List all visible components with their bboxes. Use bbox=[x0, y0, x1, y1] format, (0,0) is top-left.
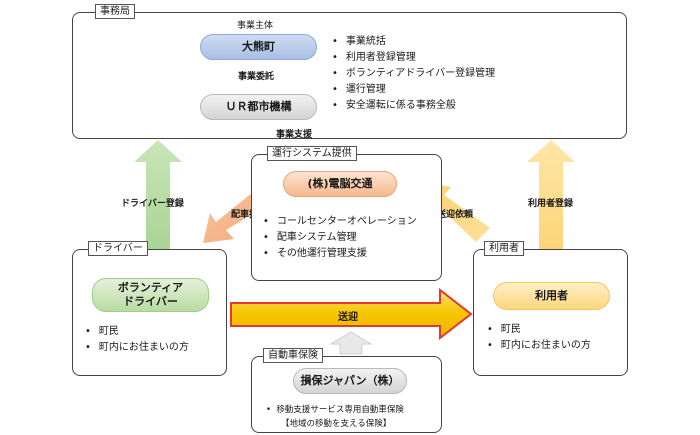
transport-label: 送迎 bbox=[338, 312, 358, 323]
driver-tag: ドライバー bbox=[88, 241, 148, 256]
support-label: 事業支援 bbox=[276, 130, 313, 140]
system-company-node: (株)電脳交通 bbox=[283, 171, 397, 197]
insurance-company-node: 損保ジャパン（株） bbox=[293, 368, 407, 394]
driver-register-label: ドライバー登録 bbox=[121, 199, 184, 209]
duty-item: 利用者登録管理 bbox=[332, 50, 495, 66]
commission-label: 事業委託 bbox=[238, 72, 275, 82]
pickup-request-label: 送迎依頼 bbox=[437, 210, 474, 220]
driver-node: ボランティア ドライバー bbox=[92, 278, 209, 312]
user-register-label: 利用者登録 bbox=[528, 199, 574, 209]
duty-item: 運行管理 bbox=[332, 82, 495, 98]
dispatch-label: 配車指示 bbox=[231, 210, 268, 220]
insurance-box bbox=[251, 356, 442, 433]
driver-name-line1: ボランティア bbox=[117, 281, 184, 294]
entity-label: 事業主体 bbox=[237, 21, 274, 31]
office-duties: 事業統括 利用者登録管理 ボランティアドライバー登録管理 運行管理 安全運転に係… bbox=[332, 34, 495, 114]
user-register-arrow bbox=[527, 140, 575, 280]
duty-item: ボランティアドライバー登録管理 bbox=[332, 66, 495, 82]
town-node: 大熊町 bbox=[200, 34, 317, 60]
system-item: その他運行管理支援 bbox=[263, 246, 417, 262]
driver-item: 町内にお住まいの方 bbox=[85, 340, 189, 356]
system-items: コールセンターオペレーション 配車システム管理 その他運行管理支援 bbox=[263, 214, 417, 262]
insurance-item-text: 移動支援サービス専用自動車保険 bbox=[276, 405, 404, 415]
system-item: コールセンターオペレーション bbox=[263, 214, 417, 230]
system-tag: 運行システム提供 bbox=[267, 146, 357, 161]
user-tag: 利用者 bbox=[484, 241, 524, 256]
insurance-item: • 移動支援サービス専用自動車保険 bbox=[266, 405, 404, 415]
user-box bbox=[473, 249, 628, 376]
insurance-tag: 自動車保険 bbox=[263, 348, 323, 363]
driver-items: 町民 町内にお住まいの方 bbox=[85, 324, 189, 356]
office-tag: 事務局 bbox=[95, 4, 135, 19]
user-item: 町内にお住まいの方 bbox=[487, 338, 591, 354]
user-item: 町民 bbox=[487, 322, 591, 338]
driver-box bbox=[72, 249, 227, 376]
duty-item: 事業統括 bbox=[332, 34, 495, 50]
duty-item: 安全運転に係る事務全般 bbox=[332, 98, 495, 114]
system-item: 配車システム管理 bbox=[263, 230, 417, 246]
transport-arrow bbox=[230, 287, 473, 341]
ur-node: ＵＲ都市機構 bbox=[200, 94, 317, 120]
user-node: 利用者 bbox=[493, 282, 610, 310]
driver-item: 町民 bbox=[85, 324, 189, 340]
driver-name-line2: ドライバー bbox=[123, 295, 178, 308]
user-items: 町民 町内にお住まいの方 bbox=[487, 322, 591, 354]
insurance-note: 【地域の移動を支える保険】 bbox=[281, 419, 392, 429]
insurance-arrow bbox=[329, 331, 373, 355]
